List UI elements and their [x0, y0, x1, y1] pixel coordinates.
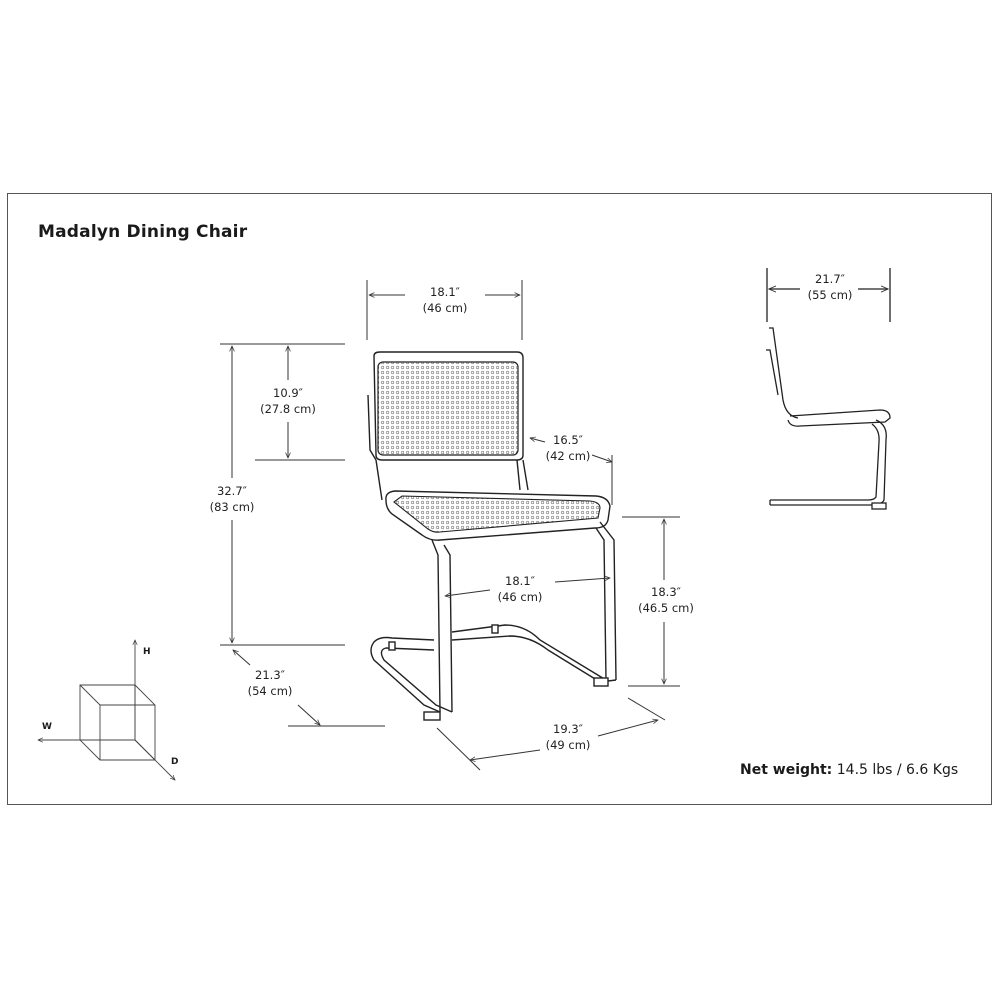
page-title: Madalyn Dining Chair: [38, 222, 248, 242]
seat-depth-in: 16.5″: [553, 433, 583, 447]
axis-d-label: D: [171, 757, 179, 767]
base-depth-label: 21.3″ (54 cm): [240, 667, 300, 699]
seat-height-cm: (46.5 cm): [638, 601, 694, 615]
base-depth-in: 21.3″: [255, 668, 285, 682]
back-height-label: 10.9″ (27.8 cm): [252, 385, 324, 417]
base-width-label: 19.3″ (49 cm): [538, 721, 598, 753]
side-depth-label: 21.7″ (55 cm): [800, 271, 860, 303]
seat-height-label: 18.3″ (46.5 cm): [630, 584, 702, 616]
net-weight: Net weight: 14.5 lbs / 6.6 Kgs: [740, 762, 958, 778]
seat-width-label: 18.1″ (46 cm): [490, 573, 550, 605]
chair-front-view: [367, 351, 617, 721]
side-depth-in: 21.7″: [815, 272, 845, 286]
base-width-cm: (49 cm): [545, 738, 591, 752]
net-weight-value: 14.5 lbs / 6.6 Kgs: [836, 762, 959, 778]
axis-h-label: H: [143, 647, 151, 657]
seat-depth-cm: (42 cm): [545, 449, 591, 463]
net-weight-label: Net weight:: [740, 762, 833, 778]
seat-width-in: 18.1″: [505, 574, 535, 588]
seat-height-in: 18.3″: [651, 585, 681, 599]
overall-height-label: 32.7″ (83 cm): [196, 483, 268, 515]
back-height-cm: (27.8 cm): [260, 402, 316, 416]
base-width-in: 19.3″: [553, 722, 583, 736]
overall-height-in: 32.7″: [217, 484, 247, 498]
top-width-in: 18.1″: [430, 285, 460, 299]
overall-height-cm: (83 cm): [209, 500, 255, 514]
base-depth-cm: (54 cm): [247, 684, 293, 698]
side-depth-cm: (55 cm): [807, 288, 853, 302]
dimension-lines: [220, 280, 680, 771]
seat-width-cm: (46 cm): [497, 590, 543, 604]
chair-side-view: [766, 268, 891, 510]
top-width-label: 18.1″ (46 cm): [415, 284, 475, 316]
axis-w-label: W: [42, 722, 52, 732]
drawing-frame: [7, 193, 992, 805]
seat-depth-label: 16.5″ (42 cm): [538, 432, 598, 464]
back-height-in: 10.9″: [273, 386, 303, 400]
axis-cube-icon: [38, 640, 175, 780]
top-width-cm: (46 cm): [422, 301, 468, 315]
